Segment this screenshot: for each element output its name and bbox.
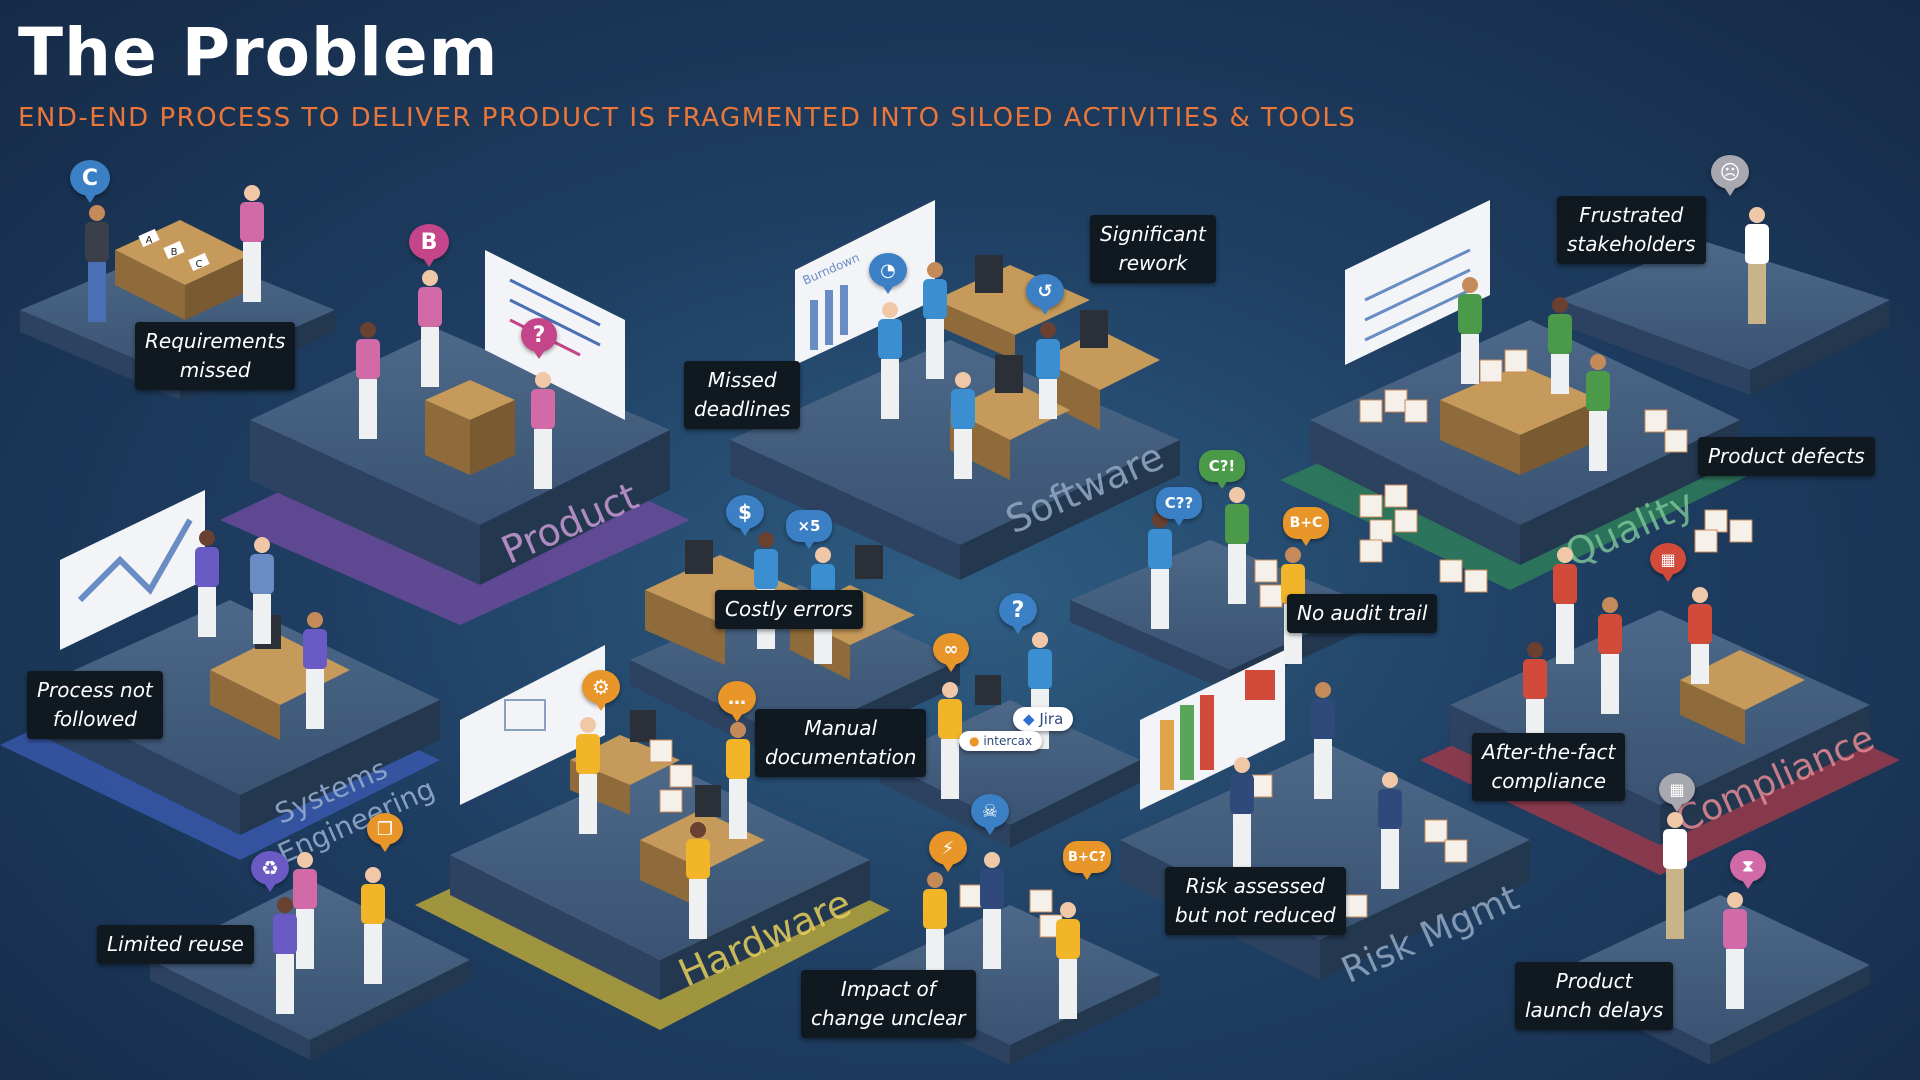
callout-risk-assessed-not-reduced: Risk assessed but not reduced	[1165, 867, 1346, 935]
people	[85, 185, 1769, 1019]
person	[686, 822, 710, 939]
person	[240, 185, 264, 302]
jira-logo: ◆ Jira	[1013, 707, 1074, 731]
callout-costly-errors: Costly errors	[715, 590, 863, 629]
hourglass-icon: ⧗	[1730, 850, 1766, 889]
lightning-icon: ⚡	[929, 831, 967, 872]
person	[1598, 597, 1622, 714]
callout-process-not-followed: Process not followed	[27, 671, 163, 739]
person	[1548, 297, 1572, 394]
desk-letter-cards: A B C	[138, 228, 210, 272]
person	[1723, 892, 1747, 1009]
person	[1688, 587, 1712, 684]
link-icon: ∞	[933, 633, 969, 672]
b-plus-c-question-bubble: B+C?	[1063, 841, 1111, 880]
multiply-five-bubble: ×5	[786, 510, 832, 549]
person	[1225, 487, 1249, 604]
desk-letter-a: A	[146, 235, 153, 246]
person	[250, 537, 274, 644]
person	[951, 372, 975, 479]
person	[303, 612, 327, 729]
desk-letter-c: C	[196, 259, 203, 270]
question-bubble-docs: ?	[999, 593, 1037, 634]
compliance-desk	[1680, 650, 1805, 745]
calendar-icon: ▦	[1650, 543, 1686, 582]
person	[85, 205, 109, 322]
person	[273, 897, 297, 1014]
person	[1230, 757, 1254, 874]
jira-icon: ◆	[1023, 710, 1035, 728]
person	[361, 867, 385, 984]
c-bubble: C	[70, 160, 110, 203]
person	[923, 262, 947, 379]
page-title: The Problem	[18, 14, 499, 91]
person	[418, 270, 442, 387]
person	[293, 852, 317, 969]
intercax-label: intercax	[983, 734, 1033, 748]
c-question-bubble: C??	[1156, 487, 1202, 526]
calendar-icon: ▦	[1659, 773, 1695, 812]
callout-impact-of-change-unclear: Impact of change unclear	[801, 970, 976, 1038]
risk-matrix-board	[1140, 650, 1285, 810]
dollar-bubble: $	[726, 495, 764, 536]
person	[356, 322, 380, 439]
speedometer-icon: ◔	[869, 253, 907, 294]
person	[1378, 772, 1402, 889]
b-plus-c-bubble: B+C	[1283, 507, 1329, 546]
question-bubble-product: ?	[521, 318, 557, 359]
person	[878, 302, 902, 419]
history-icon: ↺	[1026, 274, 1064, 315]
thinking-icon: …	[718, 681, 756, 722]
person	[1036, 322, 1060, 419]
callout-no-audit-trail: No audit trail	[1287, 594, 1438, 633]
desk-letter-b: B	[171, 247, 178, 258]
person	[531, 372, 555, 489]
callout-requirements-missed: Requirements missed	[135, 322, 296, 390]
product-podium	[425, 380, 515, 475]
b-bubble: B	[409, 224, 449, 267]
intercax-icon: ●	[969, 734, 980, 748]
recycle-icon: ♻	[251, 851, 289, 892]
hardware-cad-board	[460, 645, 605, 805]
callout-after-the-fact-compliance: After-the-fact compliance	[1472, 733, 1626, 801]
callout-limited-reuse: Limited reuse	[97, 925, 254, 964]
callout-product-launch-delays: Product launch delays	[1515, 962, 1674, 1030]
sad-face-icon: ☹	[1711, 155, 1749, 196]
person	[1311, 682, 1335, 799]
stakeholders-platform	[1560, 240, 1890, 395]
person	[1745, 207, 1769, 324]
c-exclaim-bubble: C?!	[1199, 450, 1245, 489]
person	[1458, 277, 1482, 384]
person	[1586, 354, 1610, 471]
copy-icon: ❐	[367, 813, 403, 852]
callout-frustrated-stakeholders: Frustrated stakeholders	[1557, 196, 1706, 264]
person	[980, 852, 1004, 969]
jira-label: Jira	[1039, 710, 1064, 728]
person	[938, 682, 962, 799]
person	[576, 717, 600, 834]
page-subtitle: END-END PROCESS TO DELIVER PRODUCT IS FR…	[18, 103, 1357, 133]
systems-diagram-board	[60, 490, 205, 650]
callout-product-defects: Product defects	[1698, 437, 1875, 476]
intercax-logo: ● intercax	[959, 731, 1043, 751]
person	[1553, 547, 1577, 664]
person	[726, 722, 750, 839]
person	[1663, 812, 1687, 939]
person	[195, 530, 219, 637]
callout-significant-rework: Significant rework	[1090, 215, 1216, 283]
person	[1523, 642, 1547, 739]
component-cubes	[649, 349, 1753, 938]
requirements-desk: A B C	[115, 220, 250, 320]
quality-checklist-board	[1345, 200, 1490, 365]
gears-icon: ⚙	[582, 670, 620, 711]
monitors	[255, 255, 1108, 817]
callout-missed-deadlines: Missed deadlines	[684, 361, 801, 429]
person	[1056, 902, 1080, 1019]
callout-manual-documentation: Manual documentation	[755, 709, 927, 777]
person	[1148, 512, 1172, 629]
skull-icon: ☠	[971, 794, 1009, 835]
burndown-board: Burndown	[795, 200, 935, 365]
